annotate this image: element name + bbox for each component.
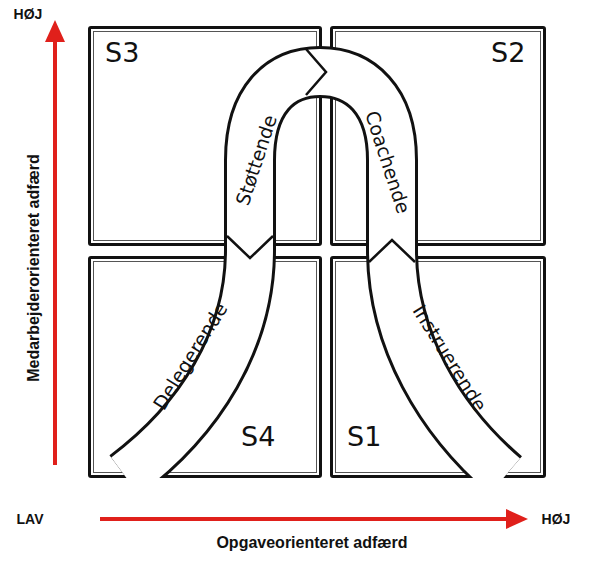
axis-arrowhead	[45, 20, 65, 42]
stage-chevron	[369, 240, 415, 262]
curve-fill	[125, 72, 505, 476]
curve-cut	[80, 479, 560, 509]
quadrant-label: S3	[105, 37, 139, 68]
quadrant-label: S1	[347, 421, 381, 452]
axis-label: HØJ	[14, 6, 43, 22]
axis-label: HØJ	[542, 511, 571, 527]
quadrant-label: S4	[241, 421, 275, 452]
axis-arrowhead	[506, 509, 528, 529]
stage-chevron	[227, 236, 273, 258]
horizontal-axis	[100, 517, 508, 521]
curve-cut	[95, 478, 540, 480]
stage-chevron	[306, 49, 326, 95]
axis-label: Medarbejderorienteret adfærd	[25, 154, 43, 382]
axis-label: Opgaveorienteret adfærd	[216, 534, 407, 552]
quadrant-label: S2	[491, 37, 525, 68]
axis-label: LAV	[17, 511, 44, 527]
vertical-axis	[53, 38, 57, 465]
curve-outline	[125, 72, 505, 476]
